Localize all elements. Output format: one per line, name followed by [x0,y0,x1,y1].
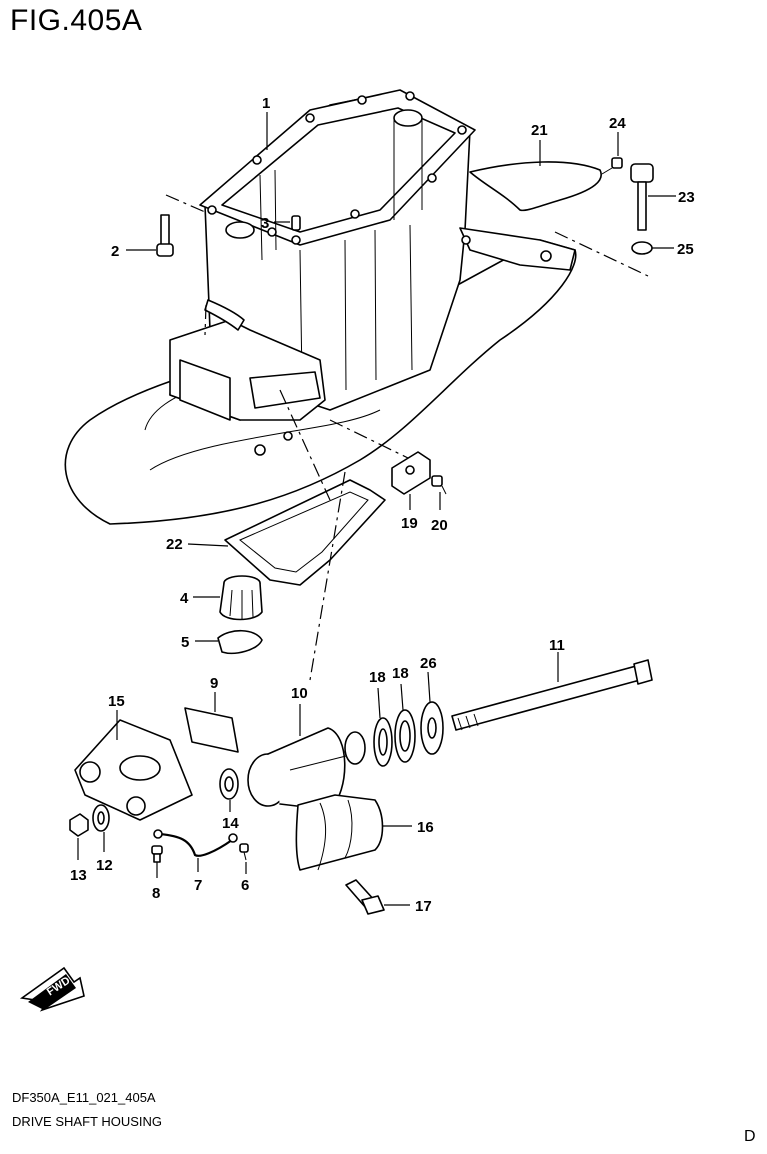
part-3-pin-drawing [291,215,301,231]
part-18-washer-b-drawing [394,709,416,763]
part-4-grommet-drawing [219,575,263,621]
svg-text:2: 2 [111,243,119,260]
callout-21: 21 [531,122,548,166]
part-23-bolt-drawing [630,163,654,231]
callout-1: 1 [262,95,270,150]
svg-text:9: 9 [210,675,218,692]
part-18-washer-a-drawing [373,717,393,767]
part-9-pad-drawing [184,707,239,753]
callout-18b: 18 [392,665,409,711]
callout-14: 14 [222,800,239,832]
part-5-clip-drawing [217,629,263,655]
callout-17: 17 [384,898,432,915]
part-6-screw-drawing [239,843,249,861]
callout-10: 10 [291,685,308,736]
part-22-seal-drawing [224,479,386,586]
callout-4: 4 [180,590,220,607]
svg-text:16: 16 [417,819,434,836]
page-letter: D [744,1128,756,1145]
part-26-washer-drawing [420,701,444,755]
svg-text:4: 4 [180,590,189,607]
callout-24: 24 [609,115,626,156]
callout-9: 9 [210,675,218,712]
svg-text:18: 18 [392,665,409,682]
svg-text:3: 3 [261,215,269,232]
svg-text:10: 10 [291,685,308,702]
svg-text:12: 12 [96,857,113,874]
part-2-bolt-drawing [156,214,174,257]
svg-text:5: 5 [181,634,189,651]
callout-19: 19 [401,494,418,532]
part-20-screw-drawing [431,475,447,495]
callout-18a: 18 [369,669,386,719]
callout-11: 11 [549,637,565,682]
drive-shaft-housing-drawing [64,89,577,525]
svg-text:23: 23 [678,189,695,206]
fwd-direction-badge: FWD [19,966,85,1012]
svg-text:20: 20 [431,517,448,534]
svg-text:8: 8 [152,885,160,902]
svg-text:18: 18 [369,669,386,686]
svg-text:15: 15 [108,693,125,710]
part-10-mount-drawing [247,727,366,811]
part-12-washer-drawing [92,804,110,832]
part-15-bracket-drawing [74,719,193,821]
svg-text:22: 22 [166,536,183,553]
part-16-clamp-drawing [295,794,384,871]
callout-5: 5 [181,634,218,651]
callout-13: 13 [70,838,87,884]
svg-text:13: 13 [70,867,87,884]
part-13-nut-drawing [69,813,89,837]
callout-22: 22 [166,536,229,553]
svg-text:19: 19 [401,515,418,532]
callout-20: 20 [431,492,448,534]
part-21-cover-drawing [469,161,602,212]
part-25-washer-drawing [631,241,653,255]
callout-16: 16 [382,819,434,836]
svg-text:7: 7 [194,877,202,894]
svg-text:25: 25 [677,241,694,258]
drawing-code: DF350A_E11_021_405A [12,1090,156,1105]
svg-text:14: 14 [222,815,239,832]
svg-text:6: 6 [241,877,249,894]
callout-23: 23 [648,189,695,206]
part-11-bolt-drawing [451,659,653,731]
callout-26: 26 [420,655,437,703]
part-24-screw-drawing [601,157,623,175]
svg-text:26: 26 [420,655,437,672]
callout-15: 15 [108,693,125,740]
svg-text:21: 21 [531,122,548,139]
svg-text:24: 24 [609,115,626,132]
callout-12: 12 [96,832,113,874]
part-17-bolt-drawing [345,879,385,915]
svg-text:11: 11 [549,637,565,654]
callout-6: 6 [241,862,249,894]
figure-title: FIG.405A [10,4,143,37]
callout-25: 25 [652,241,694,258]
callout-3: 3 [261,215,290,232]
part-7-ground-wire-drawing [159,832,233,857]
callout-7: 7 [194,858,202,894]
callout-8: 8 [152,862,160,902]
svg-text:17: 17 [415,898,432,915]
callout-2: 2 [111,243,156,260]
drawing-caption: DRIVE SHAFT HOUSING [12,1114,163,1129]
part-14-washer-drawing [219,768,239,800]
part-8-bolt-drawing [151,845,163,863]
svg-text:1: 1 [262,95,270,112]
